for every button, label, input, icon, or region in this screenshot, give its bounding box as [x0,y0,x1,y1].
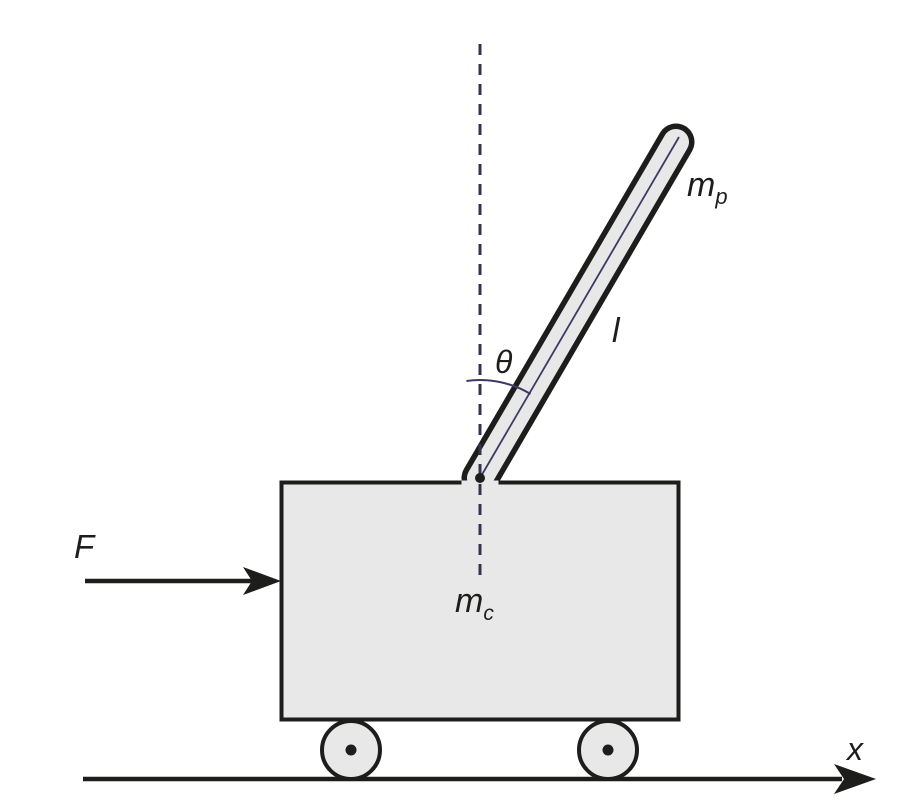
pendulum-mass-base: m [687,166,715,204]
cart-mass-subscript: c [483,602,494,625]
cart-mass-label: mc [455,582,494,625]
force-arrowhead [243,567,281,595]
cart-mass-base: m [455,582,483,620]
x-axis-label: x [845,731,864,767]
theta-label: θ [495,344,513,380]
theta-angle-arc [466,379,532,395]
right-wheel-hub-dot [602,744,614,756]
x-axis-arrowhead [834,764,876,794]
left-wheel-hub-dot [345,744,357,756]
pendulum-rod [461,123,695,497]
rod-length-label: l [612,312,621,350]
pivot-point-dot [475,473,485,483]
pendulum-rod-centerline [479,136,680,479]
force-label: F [74,528,96,565]
cart-body [279,480,681,722]
pendulum-mass-subscript: p [714,184,727,209]
pendulum-mass-label: mp [687,166,728,209]
